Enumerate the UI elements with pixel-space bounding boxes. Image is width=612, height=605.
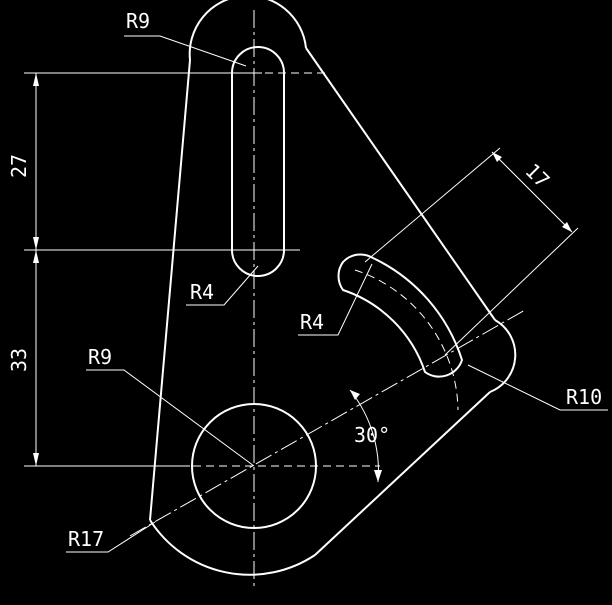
angled-centerline	[129, 309, 526, 537]
r17-label: R17	[68, 527, 104, 551]
r4-left-label: R4	[190, 280, 214, 304]
outline-r10-fillet	[489, 319, 517, 393]
dim-27-label: 27	[7, 154, 31, 178]
vertical-slot	[231, 46, 285, 277]
curved-slot	[337, 253, 464, 378]
outline-left-edge	[149, 59, 191, 521]
dim-33-label: 33	[7, 348, 31, 372]
outline-lower-right-edge	[314, 391, 491, 556]
outline-bottom-arc	[149, 519, 316, 576]
angle-30-label: 30°	[354, 423, 390, 447]
r10-label: R10	[566, 385, 602, 409]
r4-right-label: R4	[300, 310, 324, 334]
outline-top-arc	[188, 0, 307, 61]
r9-top-label: R9	[126, 9, 150, 33]
dim-17-lines	[364, 147, 579, 356]
vertical-dimensions	[24, 72, 300, 467]
leaders	[66, 35, 608, 553]
curved-slot-centerline	[354, 269, 459, 411]
r9-circle-label: R9	[88, 345, 112, 369]
dim-17-label: 17	[520, 159, 554, 193]
outline-right-edge	[305, 47, 496, 321]
part-outline	[149, 0, 517, 576]
